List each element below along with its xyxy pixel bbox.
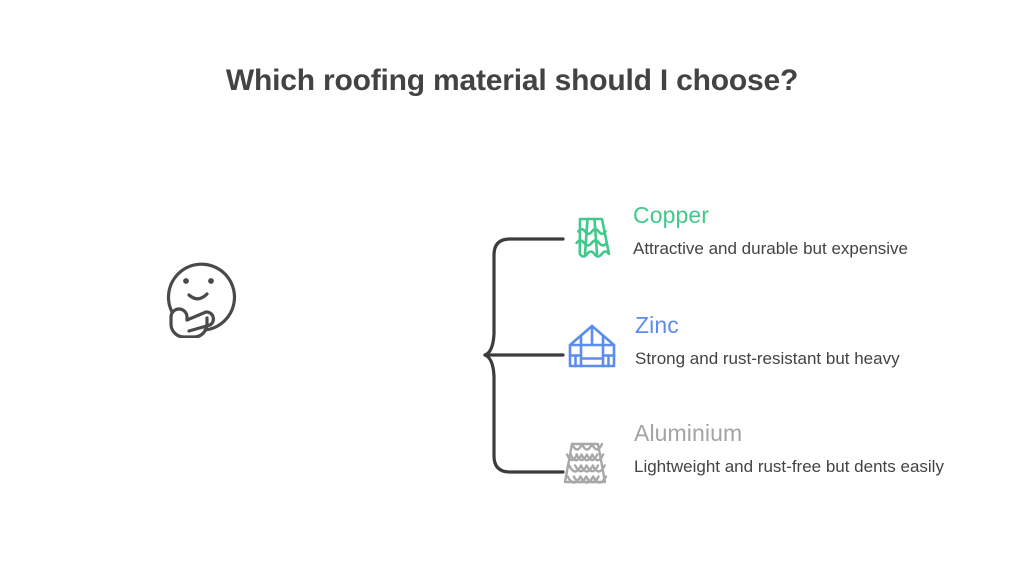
branch-zinc-description: Strong and rust-resistant but heavy xyxy=(635,349,900,369)
branch-zinc-text: Zinc Strong and rust-resistant but heavy xyxy=(635,312,985,372)
house-frame-icon xyxy=(565,322,619,370)
mind-map-bracket xyxy=(330,222,580,488)
branch-zinc-title: Zinc xyxy=(635,312,679,338)
page-title: Which roofing material should I choose? xyxy=(225,64,799,97)
branch-aluminium-text: Aluminium Lightweight and rust-free but … xyxy=(634,420,988,480)
branch-copper-description: Attractive and durable but expensive xyxy=(633,239,909,259)
branch-copper[interactable]: Copper Attractive and durable but expens… xyxy=(565,202,985,263)
fish-scale-shingles-icon xyxy=(558,437,612,489)
branch-zinc[interactable]: Zinc Strong and rust-resistant but heavy xyxy=(565,312,985,372)
branch-copper-text: Copper Attractive and durable but expens… xyxy=(633,202,985,262)
thinking-face-icon xyxy=(148,238,252,339)
branch-aluminium[interactable]: Aluminium Lightweight and rust-free but … xyxy=(558,420,988,489)
roof-tiles-icon xyxy=(565,211,617,263)
branch-copper-title: Copper xyxy=(633,202,710,228)
branch-aluminium-description: Lightweight and rust-free but dents easi… xyxy=(634,457,944,477)
branch-aluminium-title: Aluminium xyxy=(634,420,743,446)
